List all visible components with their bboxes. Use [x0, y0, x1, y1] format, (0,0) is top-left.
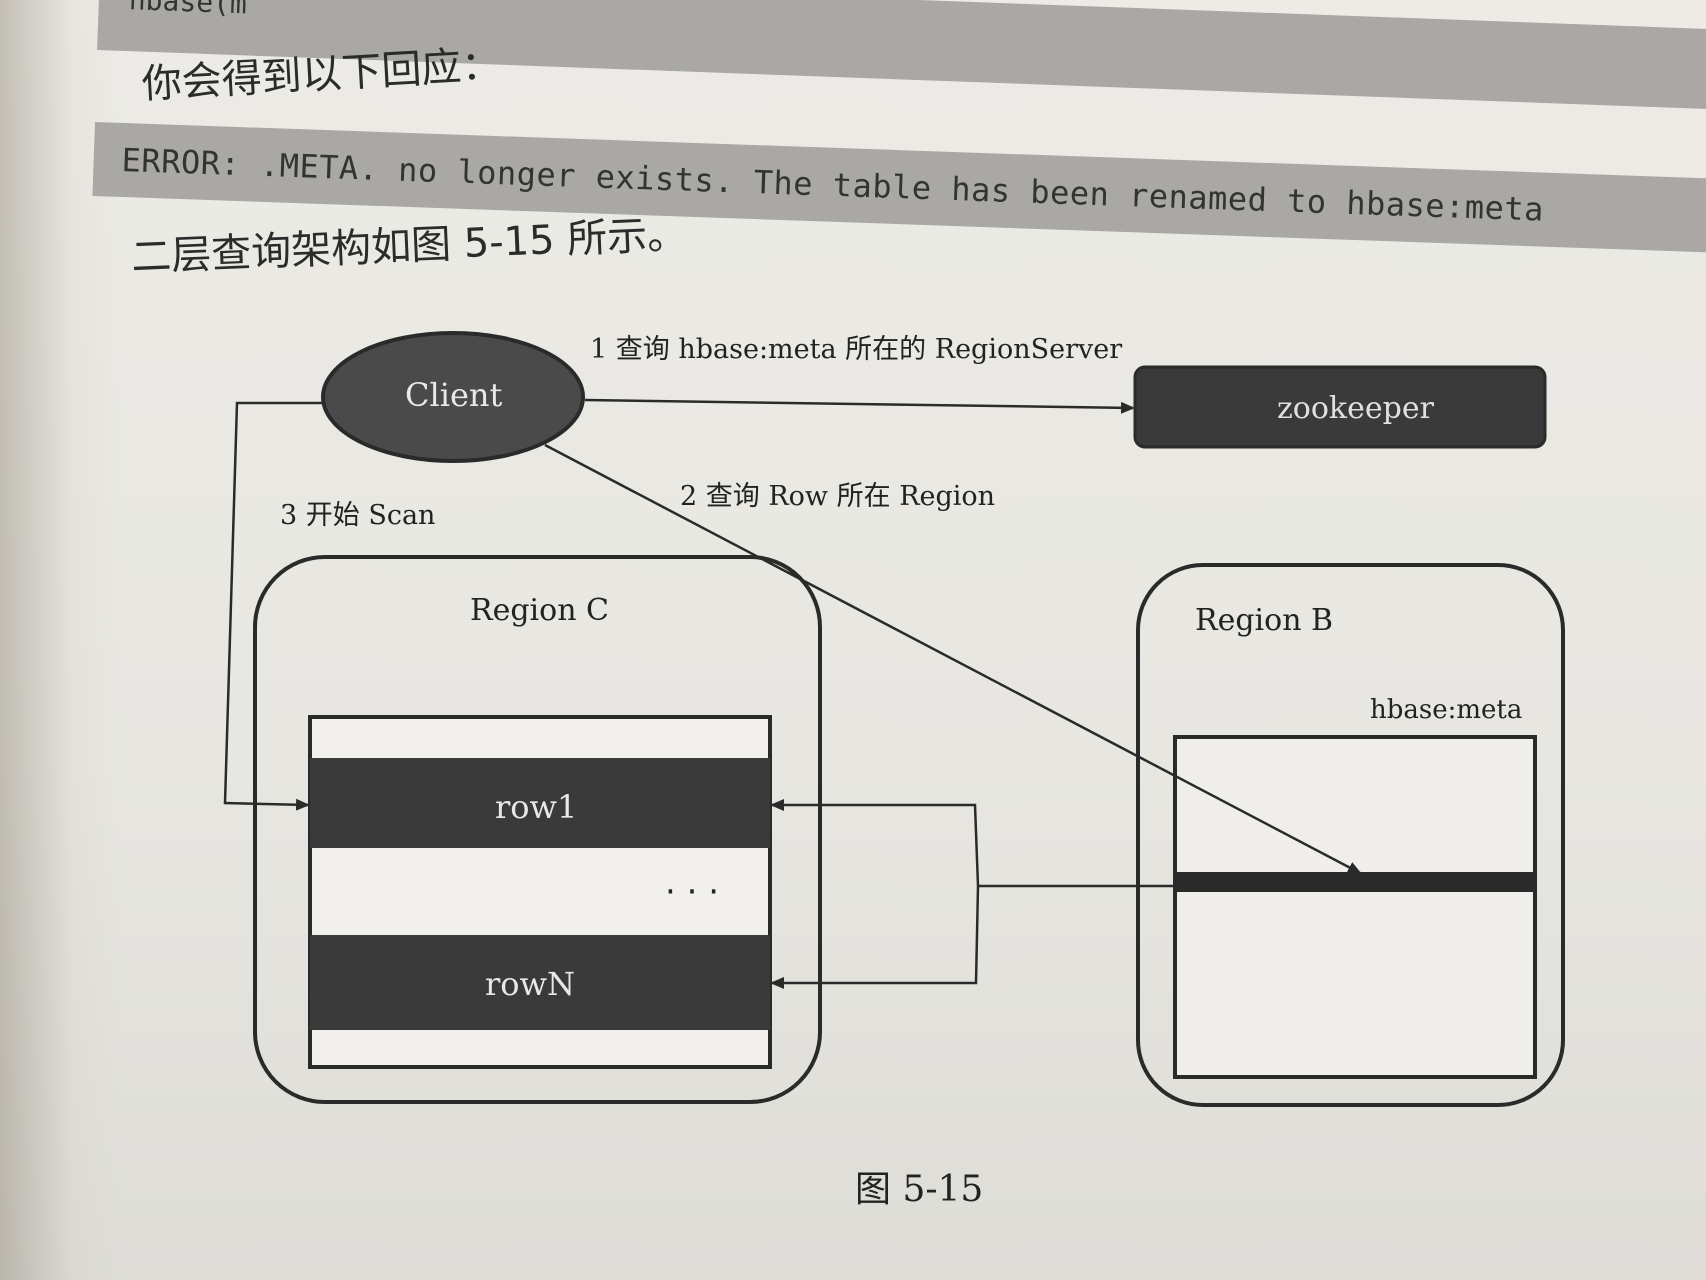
bracket-to-row1-arrow	[770, 799, 980, 887]
step1-label: 1 查询 hbase:meta 所在的 RegionServer	[590, 334, 1122, 365]
step2-label: 2 查询 Row 所在 Region	[680, 481, 995, 512]
step1-arrow	[584, 398, 1135, 414]
zookeeper-node	[1133, 365, 1547, 449]
step3-arrow	[223, 401, 325, 811]
meta-table-label: hbase:meta	[1370, 695, 1522, 725]
step2-arrow	[544, 443, 1362, 875]
zookeeper-label: zookeeper	[1277, 391, 1435, 426]
ellipsis-label: · · ·	[665, 872, 719, 912]
figure-caption: 图 5-15	[855, 1169, 984, 1210]
region-b-container	[1136, 563, 1565, 1107]
bracket-to-rown-arrow	[770, 885, 980, 989]
client-label: Client	[405, 376, 503, 414]
region-c-container	[253, 555, 822, 1104]
meta-row-band	[1175, 872, 1535, 892]
region-c-label: Region C	[470, 593, 609, 628]
rown-band	[310, 935, 770, 1030]
binding-shadow	[0, 0, 120, 1280]
row1-band	[310, 758, 770, 848]
step3-label: 3 开始 Scan	[280, 500, 435, 531]
rown-label: rowN	[485, 965, 575, 1003]
region-b-label: Region B	[1195, 603, 1333, 638]
client-node	[321, 331, 585, 463]
row1-label: row1	[495, 788, 577, 826]
meta-table	[1173, 735, 1537, 1079]
